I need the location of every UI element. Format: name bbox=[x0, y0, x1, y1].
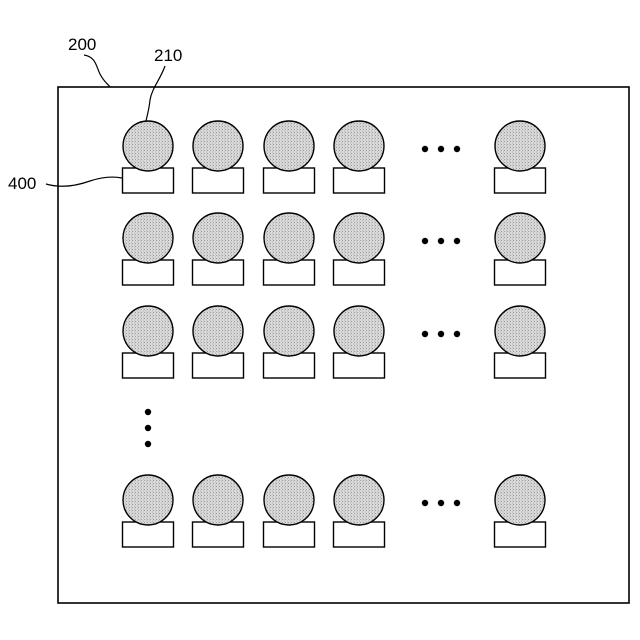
element-grid bbox=[123, 121, 546, 547]
element-r1-c2 bbox=[193, 121, 243, 171]
ellipsis-dot-row2-1 bbox=[422, 238, 428, 244]
pad-r1-c3 bbox=[264, 168, 315, 193]
element-r3-c2 bbox=[193, 306, 243, 356]
ellipsis-dot-row3-3 bbox=[454, 331, 460, 337]
element-r4-c1 bbox=[123, 475, 173, 525]
pad-r4-c4 bbox=[334, 522, 385, 547]
ellipsis-dot-row4-2 bbox=[438, 500, 444, 506]
element-r1-c3 bbox=[264, 121, 314, 171]
ellipsis-dot-vertical-2 bbox=[145, 425, 151, 431]
pad-r1-c2 bbox=[193, 168, 244, 193]
ellipsis-dot-vertical-1 bbox=[145, 409, 151, 415]
element-r2-c3 bbox=[264, 213, 314, 263]
pad-r4-c5 bbox=[495, 522, 546, 547]
element-r2-c4 bbox=[334, 213, 384, 263]
ellipsis-dot-vertical-3 bbox=[145, 441, 151, 447]
element-r4-c4 bbox=[334, 475, 384, 525]
ellipsis-dot-row3-1 bbox=[422, 331, 428, 337]
ellipsis-dot-row3-2 bbox=[438, 331, 444, 337]
pad-r2-c2 bbox=[193, 260, 244, 285]
element-r1-c5 bbox=[495, 121, 545, 171]
element-r4-c5 bbox=[495, 475, 545, 525]
pad-r4-c2 bbox=[193, 522, 244, 547]
pad-r4-c1 bbox=[123, 522, 174, 547]
ellipsis-dot-row1-3 bbox=[454, 146, 460, 152]
element-r3-c3 bbox=[264, 306, 314, 356]
label-400: 400 bbox=[8, 174, 36, 193]
ellipsis-dot-row2-3 bbox=[454, 238, 460, 244]
pad-r2-c3 bbox=[264, 260, 315, 285]
element-r3-c1 bbox=[123, 306, 173, 356]
pad-r3-c2 bbox=[193, 353, 244, 378]
element-r3-c4 bbox=[334, 306, 384, 356]
ellipsis-dot-row1-2 bbox=[438, 146, 444, 152]
pad-r1-c1 bbox=[123, 168, 174, 193]
ellipsis-dot-row1-1 bbox=[422, 146, 428, 152]
element-r2-c2 bbox=[193, 213, 243, 263]
pad-r2-c4 bbox=[334, 260, 385, 285]
element-r1-c4 bbox=[334, 121, 384, 171]
element-r2-c5 bbox=[495, 213, 545, 263]
label-200: 200 bbox=[68, 35, 96, 54]
pad-r3-c4 bbox=[334, 353, 385, 378]
element-r2-c1 bbox=[123, 213, 173, 263]
element-r1-c1 bbox=[123, 121, 173, 171]
ellipsis-dot-row2-2 bbox=[438, 238, 444, 244]
element-r4-c3 bbox=[264, 475, 314, 525]
pad-r1-c5 bbox=[495, 168, 546, 193]
ellipsis-dot-row4-1 bbox=[422, 500, 428, 506]
ellipsis-dot-row4-3 bbox=[454, 500, 460, 506]
element-r3-c5 bbox=[495, 306, 545, 356]
pad-r2-c1 bbox=[123, 260, 174, 285]
element-r4-c2 bbox=[193, 475, 243, 525]
pad-r2-c5 bbox=[495, 260, 546, 285]
pad-r3-c1 bbox=[123, 353, 174, 378]
pad-r3-c5 bbox=[495, 353, 546, 378]
label-210: 210 bbox=[154, 46, 182, 65]
leader-line-210 bbox=[146, 66, 165, 121]
leader-line-200 bbox=[84, 55, 110, 87]
pad-r3-c3 bbox=[264, 353, 315, 378]
pad-r1-c4 bbox=[334, 168, 385, 193]
pad-r4-c3 bbox=[264, 522, 315, 547]
